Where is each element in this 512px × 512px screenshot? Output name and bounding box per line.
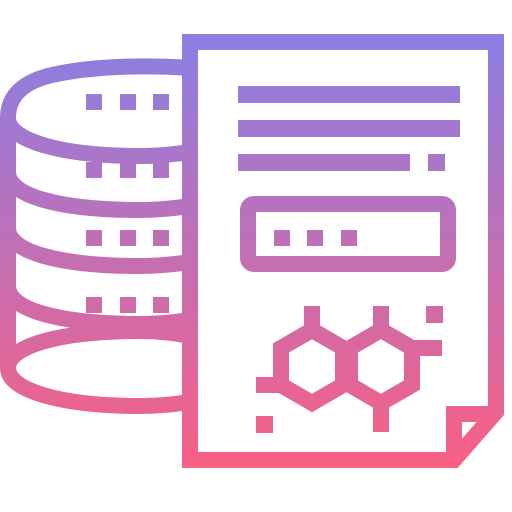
database-stack-icon <box>0 58 192 415</box>
molecule-icon <box>256 306 442 432</box>
document-outline <box>182 34 504 468</box>
molecule-square-top-right <box>426 306 443 323</box>
disk-sep-1 <box>0 170 192 219</box>
hexagon-left <box>273 320 351 413</box>
doc-line-2 <box>238 120 460 137</box>
disk-sep-2 <box>0 226 192 275</box>
form-field-box <box>240 196 456 272</box>
document-icon <box>182 34 504 468</box>
database-dots <box>86 94 169 313</box>
hexagon-right <box>342 320 420 413</box>
field-dot-2 <box>307 230 323 246</box>
doc-line-1 <box>238 86 460 103</box>
document-fold <box>446 406 496 460</box>
molecule-square-bottom-left <box>256 416 273 433</box>
disk-sep-3 <box>0 284 192 333</box>
field-dot-1 <box>274 230 290 246</box>
disk-top <box>0 58 192 165</box>
field-dot-3 <box>341 230 357 246</box>
doc-line-3 <box>238 154 410 171</box>
doc-line-3-dot <box>428 154 445 171</box>
disk-bottom <box>0 322 192 415</box>
